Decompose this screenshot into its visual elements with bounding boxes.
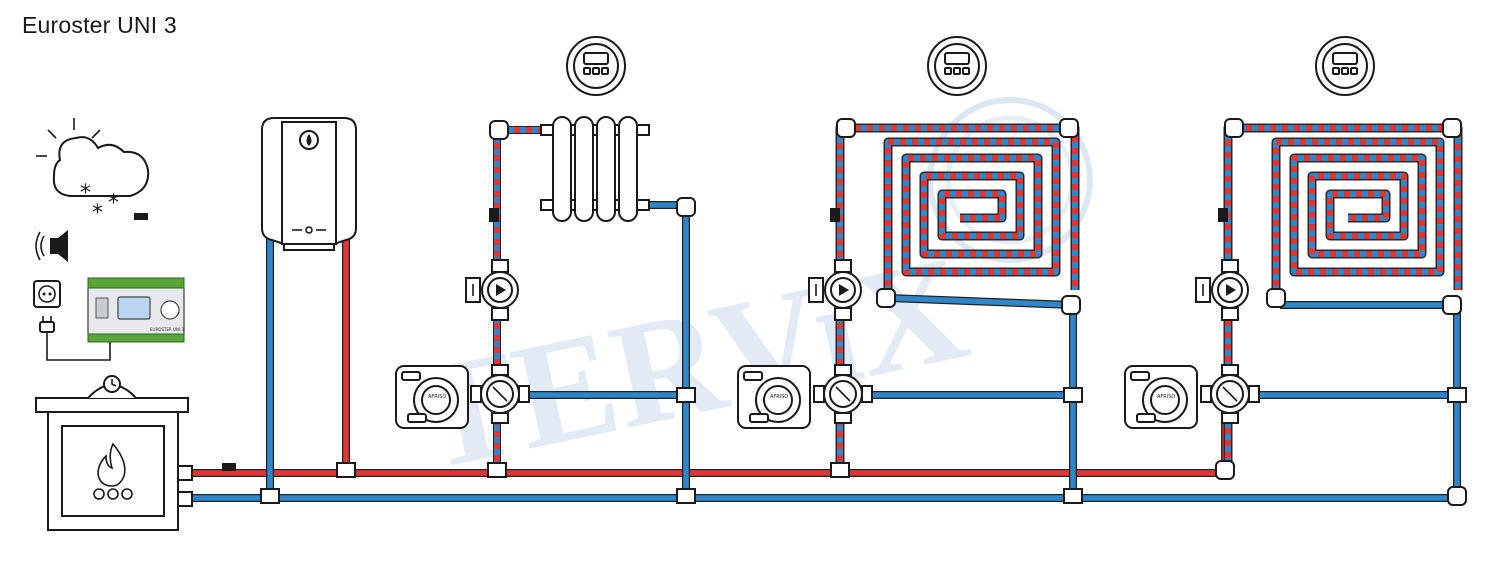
supply-temp-sensor <box>222 463 236 471</box>
circuit-3-sensor <box>1218 208 1228 222</box>
circuit-2-actuator: AFRISO <box>737 365 811 429</box>
watermark-text: TERViX <box>402 224 980 502</box>
power-socket-icon <box>33 280 61 308</box>
circuit-1-actuator: AFRISO <box>395 365 469 429</box>
circuit-3-pump <box>1195 259 1249 321</box>
euroster-uni3-controller: EUROSTER UNI 3 <box>87 277 185 343</box>
controller-brand-label: EUROSTER UNI 3 <box>150 327 184 332</box>
svg-text:*: * <box>92 201 103 226</box>
circuit-1-pump <box>465 259 519 321</box>
circuit-2-sensor <box>830 208 840 222</box>
hot-water-tank <box>261 117 357 251</box>
weather-sensor-icon: * * * <box>36 118 150 226</box>
boiler-flame-icon <box>93 442 133 500</box>
sound-alarm-icon <box>35 230 68 262</box>
circuit-1-thermostat-icon <box>566 36 626 96</box>
circuit-2-thermostat-icon <box>927 36 987 96</box>
circuit-3-thermostat-icon <box>1315 36 1375 96</box>
svg-text:*: * <box>108 191 119 216</box>
power-plug-icon <box>39 316 111 361</box>
circuit-2-floor-coil <box>883 137 1061 298</box>
circuit-3-actuator: AFRISO <box>1124 365 1198 429</box>
solid-fuel-boiler <box>35 375 193 531</box>
circuit-3-mixing-valve <box>1200 364 1260 424</box>
buffer-tank-pipes <box>266 235 350 498</box>
actuator-brand-label: AFRISO <box>770 394 788 400</box>
circuit-1-sensor <box>489 208 499 222</box>
diagram-title: Euroster UNI 3 <box>22 12 177 38</box>
circuit-3-floor-coil <box>1271 137 1445 298</box>
radiator <box>540 116 650 222</box>
svg-text:*: * <box>80 181 91 206</box>
actuator-brand-label: AFRISO <box>1157 394 1175 400</box>
actuator-brand-label: AFRISO <box>428 394 446 400</box>
